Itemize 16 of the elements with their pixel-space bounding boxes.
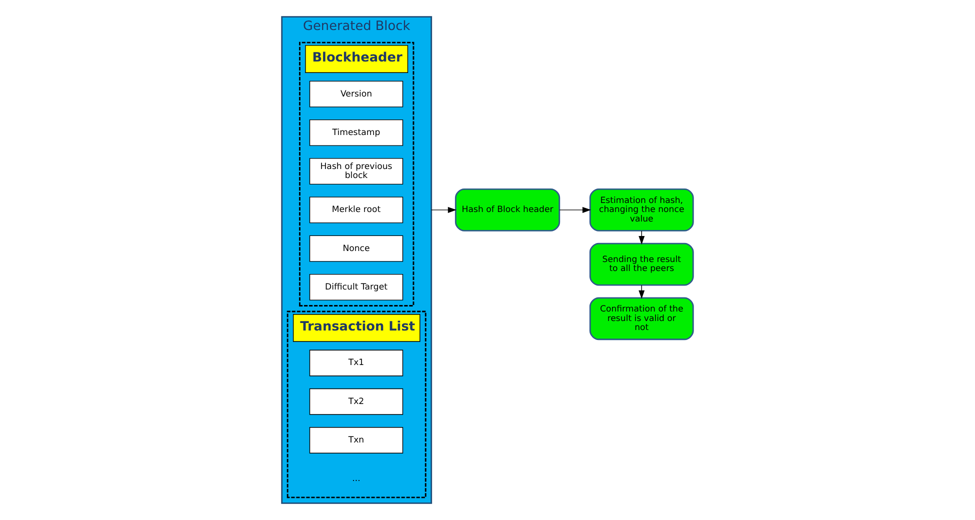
- node-box: Timestamp: [309, 119, 404, 146]
- node-box: Estimation of hash, changing the nonce value: [589, 188, 694, 232]
- node-box: Hash of Block header: [454, 188, 560, 232]
- node-box: Sending the result to all the peers: [589, 242, 694, 286]
- node-box: Hash of previous block: [309, 158, 404, 185]
- node-box: Difficult Target: [309, 274, 404, 300]
- arrow: [559, 206, 592, 213]
- node-box: Confirmation of the result is valid or not: [589, 297, 694, 340]
- node-box: Txn: [309, 427, 404, 454]
- node-box: Version: [309, 80, 404, 108]
- node-box: Nonce: [309, 235, 404, 262]
- label: ...: [352, 474, 360, 484]
- node-box: Tx1: [309, 350, 404, 376]
- node-box: Merkle root: [309, 196, 404, 224]
- arrow: [431, 206, 456, 213]
- node-box: Tx2: [309, 388, 404, 415]
